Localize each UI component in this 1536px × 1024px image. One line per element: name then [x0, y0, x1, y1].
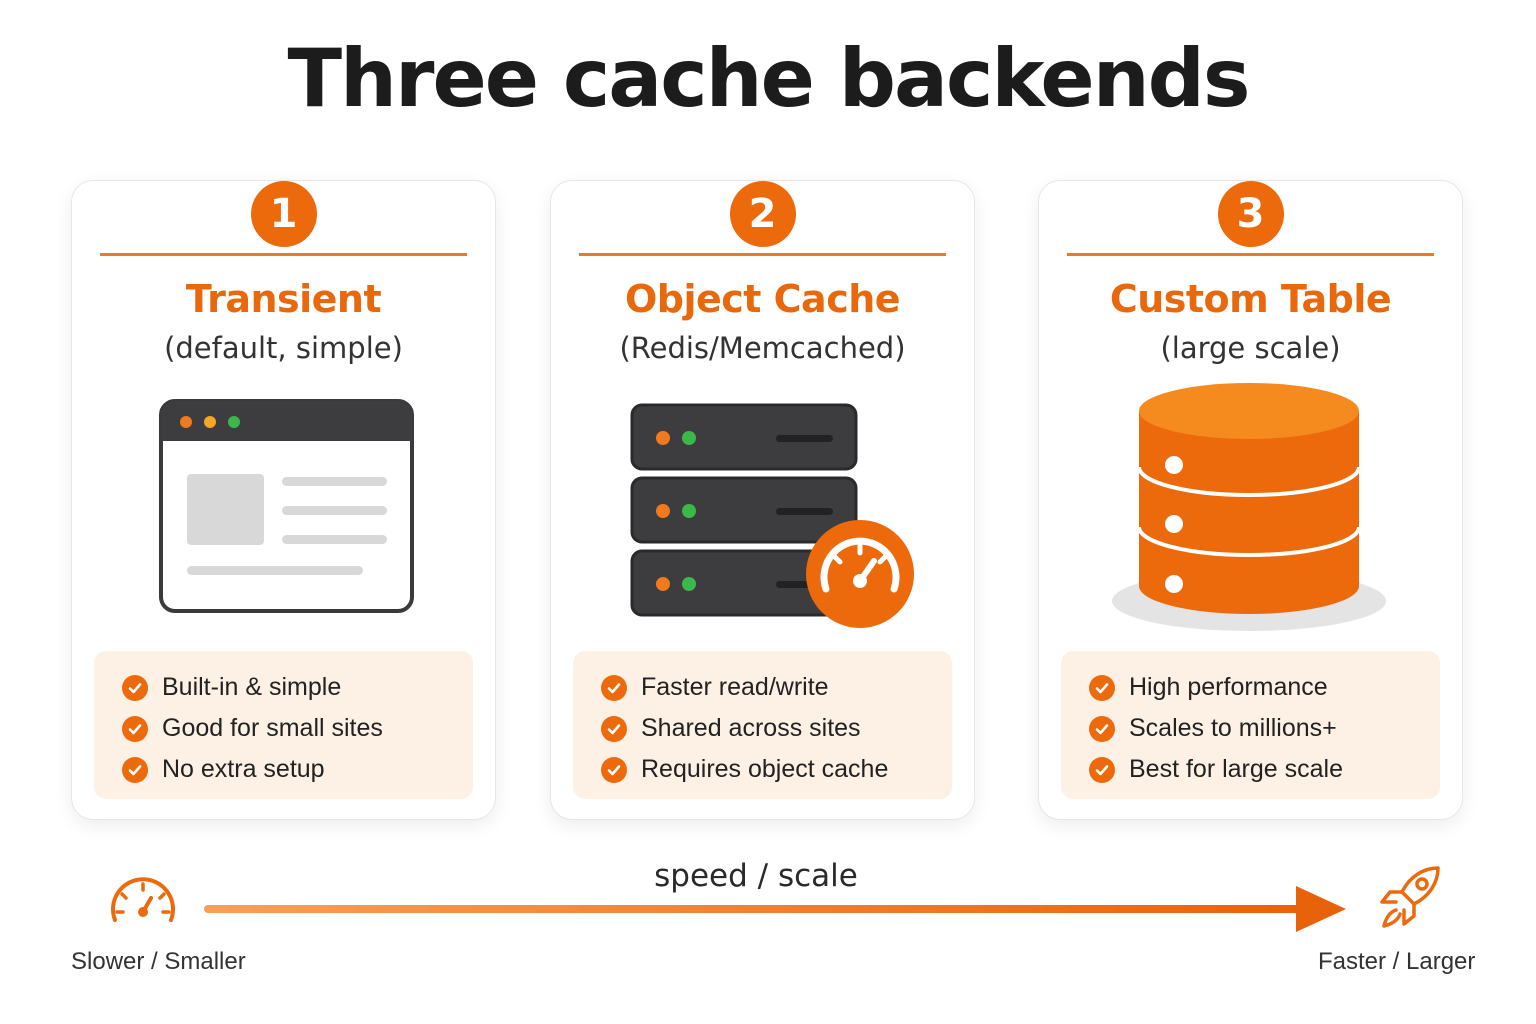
feature-text: Scales to millions+: [1129, 714, 1337, 742]
check-icon: [1089, 756, 1115, 783]
card-divider: [579, 253, 946, 256]
feature-text: High performance: [1129, 673, 1328, 701]
step-number-badge: 3: [1217, 181, 1284, 247]
database-icon: [1112, 383, 1386, 631]
feature-text: Faster read/write: [641, 673, 829, 701]
card-title: Transient: [185, 277, 382, 321]
speedometer-icon: [111, 877, 175, 922]
check-icon: [1089, 674, 1115, 701]
feature-text: No extra setup: [162, 755, 325, 783]
check-icon: [122, 715, 148, 742]
card-divider: [1067, 253, 1434, 256]
rocket-icon: [1380, 866, 1440, 928]
card-subtitle: (large scale): [1160, 331, 1341, 365]
speedometer-badge-icon: [806, 520, 914, 628]
card-object-cache: 2 Object Cache (Redis/Memcached): [550, 180, 975, 820]
feature-item: Built-in & simple: [122, 667, 473, 708]
step-number-badge: 1: [250, 181, 317, 247]
card-divider: [100, 253, 467, 256]
scale-left-label: Slower / Smaller: [71, 948, 246, 975]
feature-item: Faster read/write: [601, 667, 952, 708]
feature-text: Requires object cache: [641, 755, 889, 783]
card-title: Custom Table: [1109, 277, 1392, 321]
feature-text: Good for small sites: [162, 714, 383, 742]
feature-item: No extra setup: [122, 749, 473, 790]
browser-window-icon: [159, 399, 414, 613]
check-icon: [601, 715, 627, 742]
card-title: Object Cache: [624, 277, 901, 321]
feature-text: Built-in & simple: [162, 673, 342, 701]
page-title: Three cache backends: [287, 32, 1250, 125]
card-transient: 1 Transient (default, simple) Built-in &…: [71, 180, 496, 820]
feature-list: High performance Scales to millions+ Bes…: [1061, 651, 1440, 799]
feature-text: Shared across sites: [641, 714, 861, 742]
scale-arrow: [204, 886, 1346, 932]
feature-item: Best for large scale: [1089, 749, 1440, 790]
check-icon: [1089, 715, 1115, 742]
check-icon: [601, 756, 627, 783]
check-icon: [601, 674, 627, 701]
card-subtitle: (Redis/Memcached): [619, 331, 906, 365]
server-stack-icon: [630, 403, 914, 628]
feature-item: High performance: [1089, 667, 1440, 708]
step-number-badge: 2: [729, 181, 796, 247]
check-icon: [122, 674, 148, 701]
feature-text: Best for large scale: [1129, 755, 1343, 783]
scale-axis-label: speed / scale: [654, 858, 858, 894]
feature-item: Shared across sites: [601, 708, 952, 749]
card-custom-table: 3 Custom Table (large scale) High perfor…: [1038, 180, 1463, 820]
feature-item: Good for small sites: [122, 708, 473, 749]
feature-list: Built-in & simple Good for small sites N…: [94, 651, 473, 799]
check-icon: [122, 756, 148, 783]
feature-item: Requires object cache: [601, 749, 952, 790]
card-subtitle: (default, simple): [164, 331, 403, 365]
feature-list: Faster read/write Shared across sites Re…: [573, 651, 952, 799]
feature-item: Scales to millions+: [1089, 708, 1440, 749]
scale-right-label: Faster / Larger: [1318, 948, 1476, 975]
